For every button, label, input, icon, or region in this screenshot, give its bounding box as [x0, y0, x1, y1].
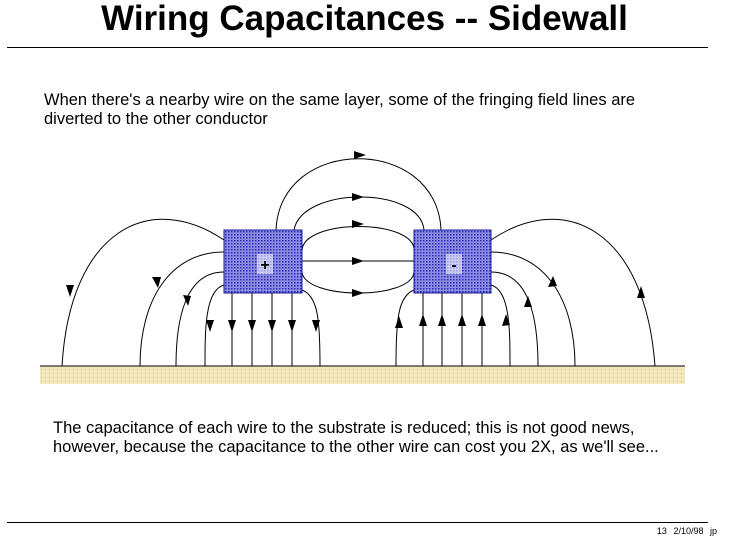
footer-divider [7, 522, 708, 523]
left-wire-label: + [260, 257, 269, 274]
slide-footer: 13 2/10/98 jp [653, 526, 717, 536]
arrow-left-vert-2 [248, 320, 256, 332]
arrow-right-3 [502, 314, 510, 326]
arrow-right-corner [395, 316, 403, 328]
field-line-left-3 [204, 284, 225, 367]
arrow-left-1 [152, 277, 161, 288]
field-line-left-1 [139, 251, 225, 367]
slide-number: 13 [656, 526, 667, 536]
arrow-right-vert-2 [438, 314, 446, 326]
arrow-left-2 [183, 295, 191, 306]
field-line-right-1 [490, 251, 576, 367]
arrow-right-vert-1 [419, 314, 427, 326]
substrate [40, 366, 685, 384]
arrow-direct [352, 257, 364, 265]
title-divider [7, 47, 708, 48]
arrow-right-vert-4 [478, 314, 486, 326]
arrow-arch-3 [352, 220, 364, 228]
arrow-left-vert-1 [228, 320, 236, 332]
arrow-left-3 [206, 320, 214, 332]
field-line-outer-right [490, 218, 656, 367]
conclusion-text: The capacitance of each wire to the subs… [53, 419, 659, 456]
arrow-right-1 [548, 276, 557, 287]
arrow-outer-left [66, 285, 74, 297]
slide-title: Wiring Capacitances -- Sidewall [101, 0, 628, 38]
arrow-right-2 [524, 296, 532, 307]
arrow-right-vert-3 [458, 314, 466, 326]
arrow-left-corner [312, 320, 320, 332]
intro-text: When there's a nearby wire on the same l… [44, 91, 636, 128]
field-line-left-corner [301, 289, 321, 367]
field-line-right-corner [395, 289, 415, 367]
arrow-below [352, 289, 364, 297]
field-line-arch-1 [275, 158, 442, 231]
field-line-left-2 [175, 271, 225, 367]
slide-author: jp [709, 526, 717, 536]
field-arrows [66, 151, 645, 332]
arrow-left-vert-4 [288, 320, 296, 332]
field-line-outer-left [61, 218, 225, 367]
field-line-below [301, 271, 415, 294]
field-line-right-2 [490, 271, 539, 367]
arrow-arch-2 [352, 193, 364, 201]
field-line-right-3 [490, 284, 511, 367]
field-line-arch-3 [301, 226, 415, 253]
arrow-arch-1 [354, 151, 366, 159]
right-wire-label: - [451, 257, 456, 274]
arrow-outer-right [637, 286, 645, 298]
arrow-left-vert-3 [268, 320, 276, 332]
slide-date: 2/10/98 [673, 526, 704, 536]
